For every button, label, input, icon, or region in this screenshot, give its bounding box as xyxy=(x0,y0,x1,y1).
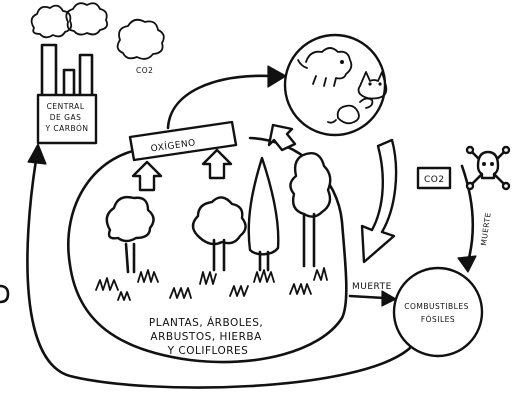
up-arrow-3 xyxy=(267,123,297,152)
arrow-animals-to-fuels: MUERTE xyxy=(457,164,493,273)
skull-crossbones-icon xyxy=(465,145,511,191)
smoke-cloud-icon xyxy=(30,2,109,39)
edge-glyph xyxy=(0,284,10,304)
plants-label-line-2: ARBUSTOS, HIERBA xyxy=(150,331,262,343)
death-bottom-label: MUERTE xyxy=(352,282,392,292)
factory-icon: CENTRAL DE GAS Y CARBÓN xyxy=(36,43,98,145)
animals-icon xyxy=(297,47,388,125)
co2-right-box xyxy=(416,166,452,190)
co2-right-label: CO2 xyxy=(424,175,445,185)
up-arrow-1 xyxy=(131,160,163,192)
arrow-fuels-to-factory xyxy=(26,143,412,389)
fuels-label-line-1: COMBUSTIBLES xyxy=(404,302,469,311)
arrow-plants-to-fuels: MUERTE xyxy=(348,282,397,307)
arrow-co2-animals-to-plants: CO2 xyxy=(360,138,452,264)
fuels-label: COMBUSTIBLES FÓSILES xyxy=(404,302,472,324)
co2-top-label: CO2 xyxy=(136,66,153,75)
up-arrow-2 xyxy=(201,148,233,180)
fossil-fuels-circle xyxy=(392,266,484,358)
plant-label-line-2: DE GAS xyxy=(50,113,82,122)
plants-label-line-1: PLANTAS, ÁRBOLES, xyxy=(149,316,263,329)
fuels-label-line-2: FÓSILES xyxy=(421,315,455,324)
plant-label-line-1: CENTRAL xyxy=(47,102,85,111)
plant-label-line-3: Y CARBÓN xyxy=(44,124,88,133)
trees-icon xyxy=(105,152,332,274)
plants-enclosure xyxy=(67,136,348,364)
up-arrows xyxy=(131,123,297,192)
plants-label: PLANTAS, ÁRBOLES, ARBUSTOS, HIERBA Y COL… xyxy=(149,316,267,357)
co2-cloud-icon: CO2 xyxy=(116,18,165,75)
plants-label-line-3: Y COLIFLORES xyxy=(167,345,249,357)
arrow-oxygen-to-animals xyxy=(166,65,287,130)
grass-icon xyxy=(95,267,328,301)
plant-label: CENTRAL DE GAS Y CARBÓN xyxy=(44,102,88,133)
death-right-label: MUERTE xyxy=(479,212,493,247)
oxygen-box: OXÍGENO xyxy=(128,120,238,162)
